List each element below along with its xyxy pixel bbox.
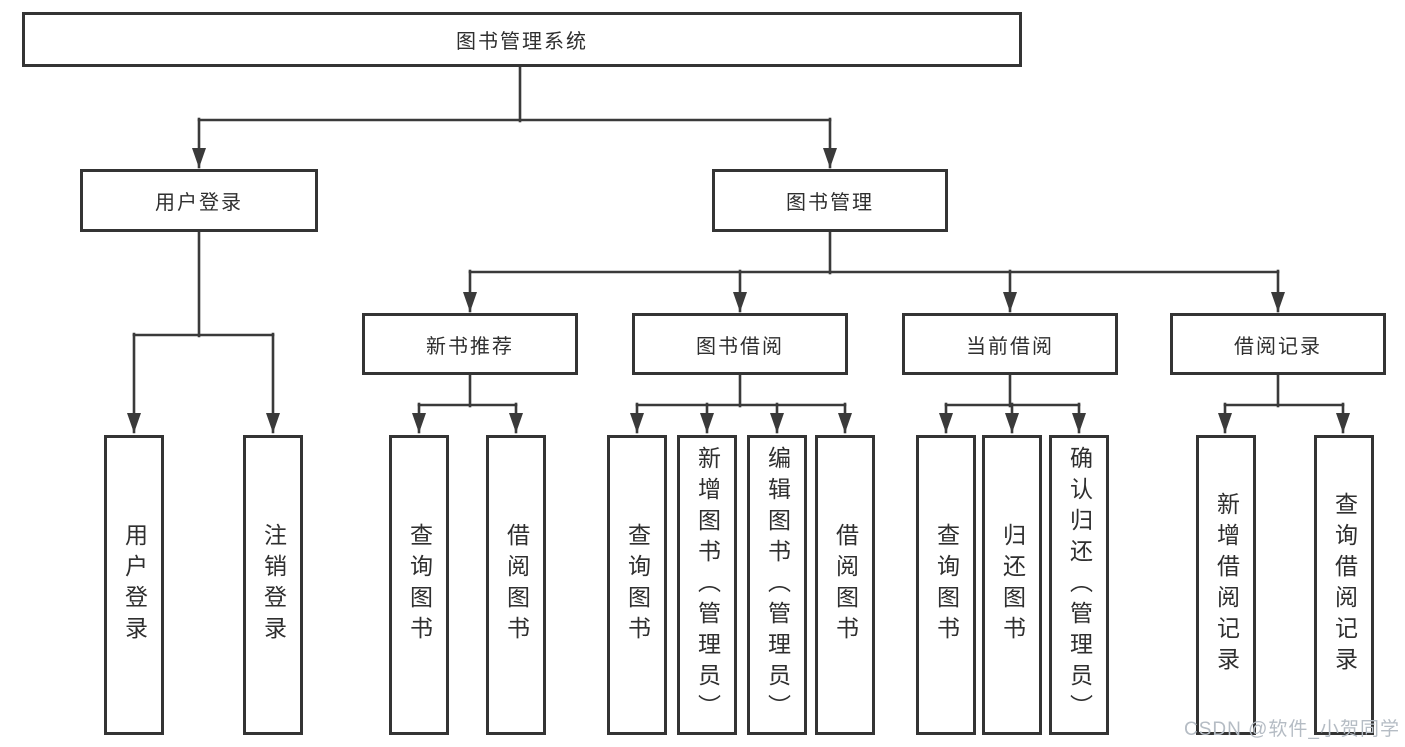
leaf-current-return-books: 归还图书 [982, 435, 1042, 735]
leaf-borrow-query-books: 查询图书 [607, 435, 667, 735]
leaf-borrow-edit-books-admin: 编辑图书（管理员） [747, 435, 807, 735]
leaf-records-query-record: 查询借阅记录 [1314, 435, 1374, 735]
node-current-borrow: 当前借阅 [902, 313, 1118, 375]
leaf-records-add-record: 新增借阅记录 [1196, 435, 1256, 735]
leaf-logout: 注销登录 [243, 435, 303, 735]
csdn-watermark: CSDN @软件_小贺同学 [1184, 719, 1400, 740]
leaf-user-login: 用户登录 [104, 435, 164, 735]
node-book-borrow: 图书借阅 [632, 313, 848, 375]
node-root: 图书管理系统 [22, 12, 1022, 67]
leaf-borrow-add-books-admin: 新增图书（管理员） [677, 435, 737, 735]
leaf-newbook-borrow-books: 借阅图书 [486, 435, 546, 735]
leaf-current-query-books: 查询图书 [916, 435, 976, 735]
node-borrow-records: 借阅记录 [1170, 313, 1386, 375]
node-book-management: 图书管理 [712, 169, 948, 232]
leaf-newbook-query-books: 查询图书 [389, 435, 449, 735]
leaf-borrow-borrow-books: 借阅图书 [815, 435, 875, 735]
node-new-book-recommend: 新书推荐 [362, 313, 578, 375]
node-user-login: 用户登录 [80, 169, 318, 232]
leaf-current-confirm-return-admin: 确认归还（管理员） [1049, 435, 1109, 735]
